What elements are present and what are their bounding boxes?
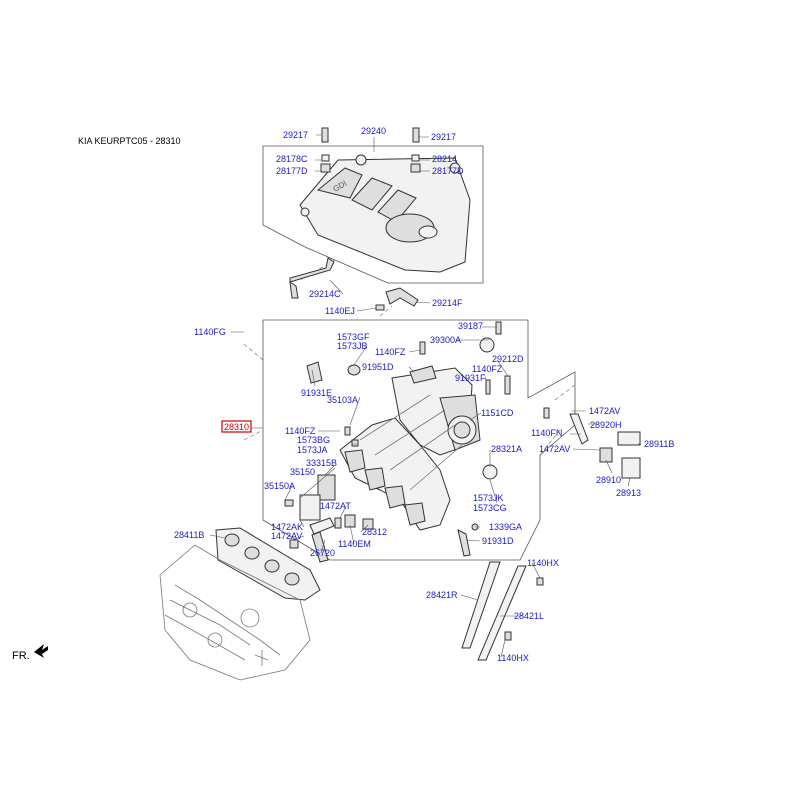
part-label-1140FZ-3: 1140FZ bbox=[285, 426, 316, 436]
part-label-33315B: 33315B bbox=[306, 458, 337, 468]
part-labels: 29217 29240 29217 28178C 28177D 28214 28… bbox=[174, 126, 674, 663]
part-label-1573GF: 1573GF bbox=[337, 332, 370, 342]
part-label-1472AT: 1472AT bbox=[320, 501, 351, 511]
part-label-1140EM: 1140EM bbox=[338, 539, 371, 549]
engine-cover: GDI bbox=[299, 154, 471, 273]
part-label-91931E: 91931E bbox=[301, 388, 332, 398]
part-label-91931F: 91931F bbox=[455, 373, 486, 383]
part-label-28177D-l: 28177D bbox=[276, 166, 308, 176]
cover-bolts bbox=[320, 127, 421, 173]
part-label-26720: 26720 bbox=[310, 548, 335, 558]
engine-block bbox=[159, 544, 311, 681]
part-label-1140HX-2: 1140HX bbox=[497, 653, 529, 663]
part-label-28910: 28910 bbox=[596, 475, 621, 485]
leader-lines bbox=[209, 134, 641, 658]
part-label-29217-r: 29217 bbox=[431, 132, 456, 142]
part-label-28321A: 28321A bbox=[491, 444, 522, 454]
pcv-hoses bbox=[543, 407, 641, 479]
front-direction-label: FR. bbox=[12, 650, 30, 662]
part-label-91951D: 91951D bbox=[362, 362, 394, 372]
part-label-29240: 29240 bbox=[361, 126, 386, 136]
part-label-1140EJ: 1140EJ bbox=[325, 306, 355, 316]
part-label-28421L: 28421L bbox=[514, 611, 544, 621]
manifold-gasket bbox=[215, 527, 321, 601]
part-label-1573BG: 1573BG bbox=[297, 435, 330, 445]
reference-line-1 bbox=[243, 259, 576, 456]
manifold-accessories bbox=[284, 321, 511, 563]
part-label-28310: 28310 bbox=[224, 422, 249, 432]
part-label-35150: 35150 bbox=[290, 467, 315, 477]
part-label-1472AV-1: 1472AV bbox=[589, 406, 620, 416]
part-label-39187: 39187 bbox=[458, 321, 483, 331]
part-label-1339GA: 1339GA bbox=[489, 522, 522, 532]
part-label-29214F: 29214F bbox=[432, 298, 463, 308]
engine-cover-group-box bbox=[262, 145, 484, 284]
diagram-header: KIA KEURPTC05 - 28310 bbox=[78, 136, 181, 146]
part-label-1472AK: 1472AK bbox=[271, 522, 303, 532]
highlight-box bbox=[221, 420, 252, 433]
part-label-1140FZ-1: 1140FZ bbox=[375, 347, 406, 357]
part-label-1573JK: 1573JK bbox=[473, 493, 504, 503]
part-label-91931D: 91931D bbox=[482, 536, 514, 546]
part-label-1573JB: 1573JB bbox=[337, 341, 368, 351]
part-label-28178C: 28178C bbox=[276, 154, 308, 164]
part-label-28312: 28312 bbox=[362, 527, 387, 537]
part-label-29214C: 29214C bbox=[309, 289, 341, 299]
front-direction-arrow bbox=[34, 644, 48, 658]
manifold-stays bbox=[461, 561, 544, 661]
part-label-1472AV-3: 1472AV bbox=[271, 531, 302, 541]
part-label-1573CG: 1573CG bbox=[473, 503, 507, 513]
part-label-1140FN: 1140FN bbox=[531, 428, 562, 438]
part-label-29217-l: 29217 bbox=[283, 130, 308, 140]
part-label-1573JA: 1573JA bbox=[297, 445, 328, 455]
part-label-28177D-r: 28177D bbox=[432, 166, 464, 176]
part-label-39300A: 39300A bbox=[430, 335, 461, 345]
part-label-28920H: 28920H bbox=[590, 420, 622, 430]
part-label-29212D: 29212D bbox=[492, 354, 524, 364]
intake-manifold bbox=[339, 367, 481, 531]
part-label-1140HX-1: 1140HX bbox=[527, 558, 559, 568]
part-label-1140FG: 1140FG bbox=[194, 327, 226, 337]
part-label-35103A: 35103A bbox=[327, 395, 358, 405]
part-label-28911B: 28911B bbox=[644, 439, 674, 449]
part-label-1472AV-2: 1472AV bbox=[539, 444, 570, 454]
part-label-28421R: 28421R bbox=[426, 590, 458, 600]
part-label-28411B: 28411B bbox=[174, 530, 204, 540]
part-label-28214: 28214 bbox=[432, 154, 457, 164]
part-label-35150A: 35150A bbox=[264, 481, 295, 491]
cover-brackets bbox=[289, 257, 419, 311]
part-label-1151CD: 1151CD bbox=[481, 408, 514, 418]
part-label-28913: 28913 bbox=[616, 488, 641, 498]
part-label-1140FZ-2: 1140FZ bbox=[472, 364, 503, 374]
